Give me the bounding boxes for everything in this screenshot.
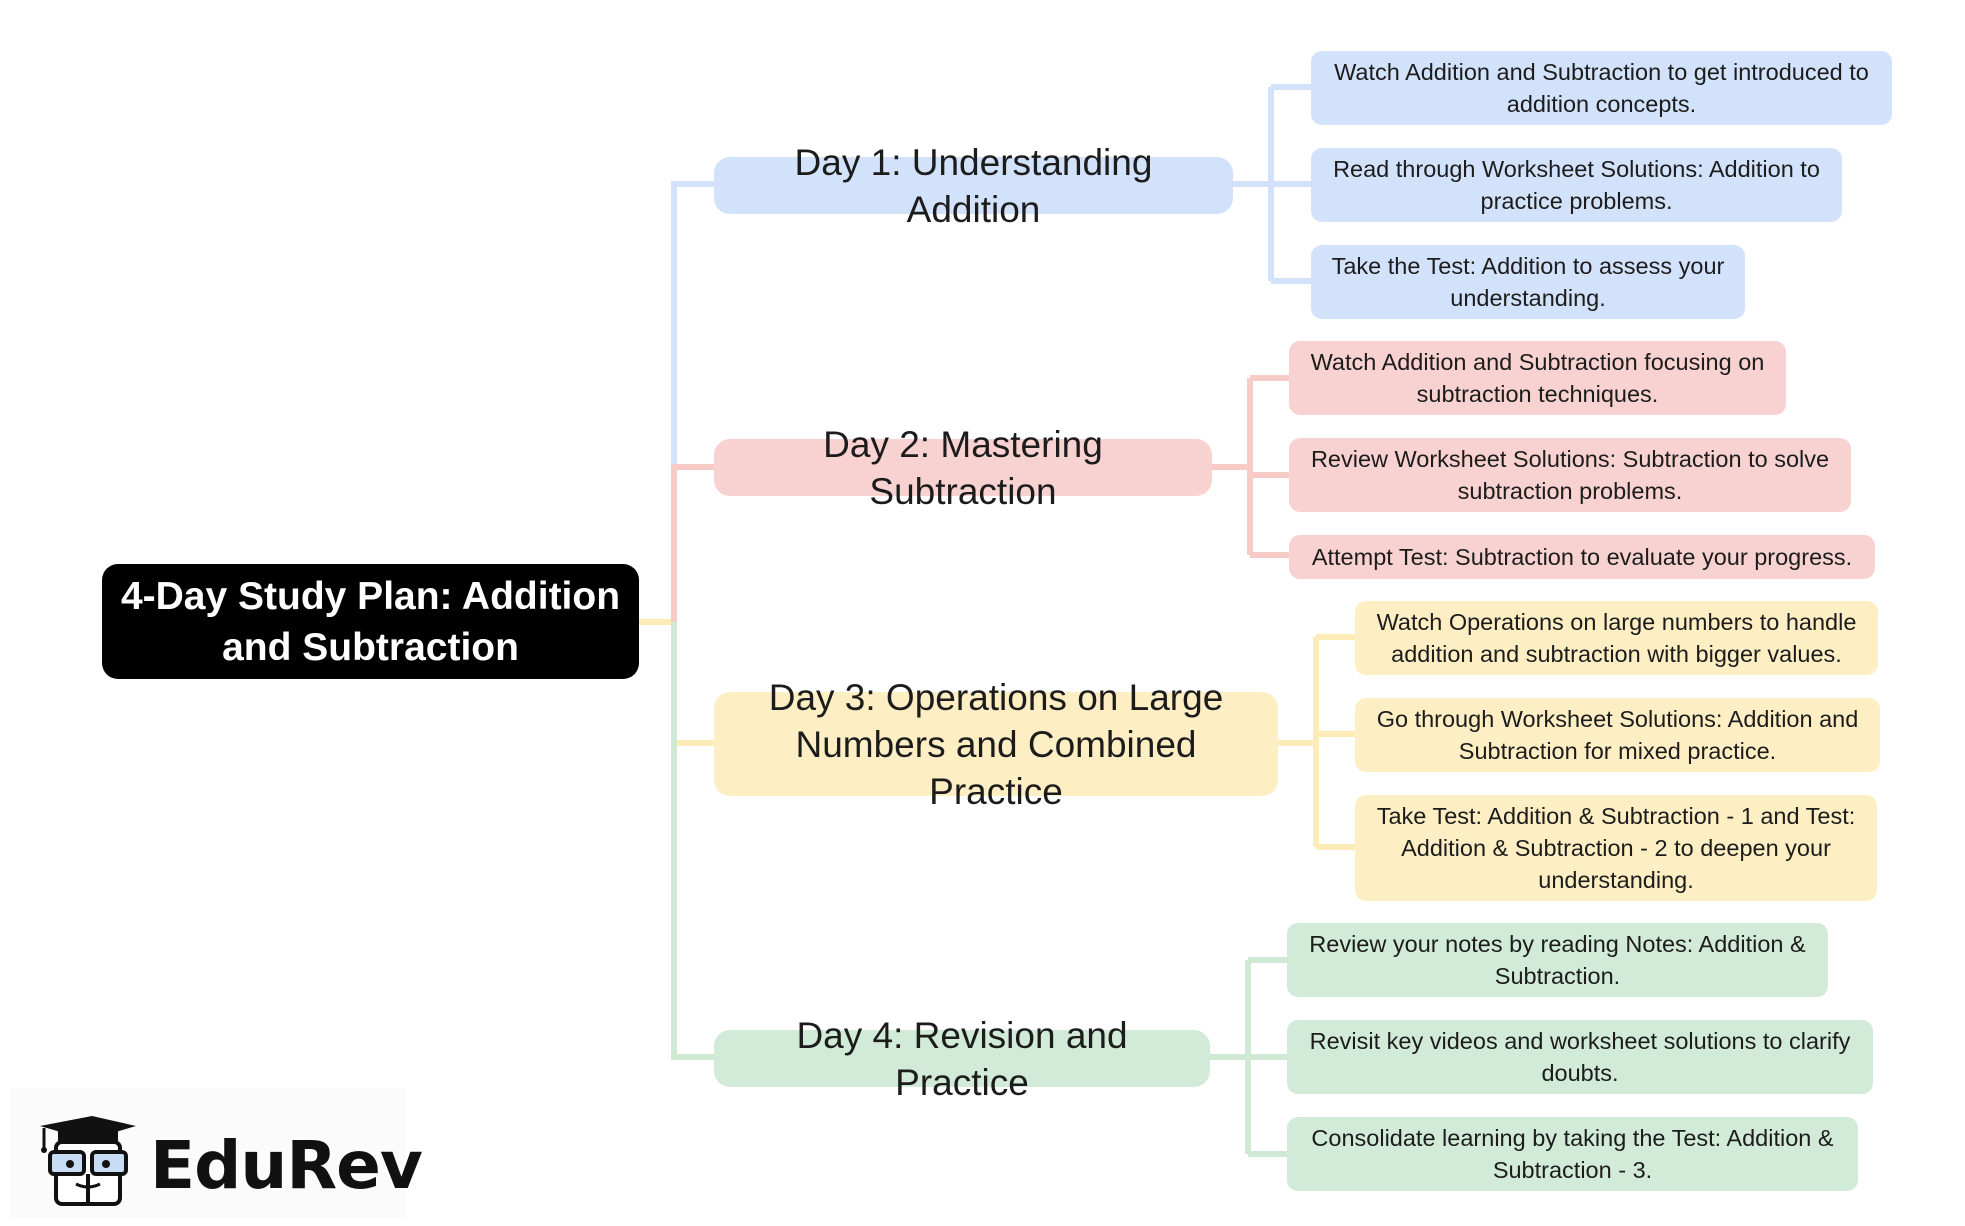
day4-branch: [1210, 957, 1287, 1157]
day4-node: Day 4: Revision and Practice: [714, 1015, 1210, 1103]
day4-task-3: Consolidate learning by taking the Test:…: [1287, 1117, 1858, 1191]
day2-node: Day 2: Mastering Subtraction: [714, 424, 1212, 512]
day1-label: Day 1: Understanding Addition: [794, 141, 1153, 230]
day3-task-3: Take Test: Addition & Subtraction - 1 an…: [1355, 795, 1877, 901]
trunk-day4: [671, 622, 714, 1060]
day3-task-1: Watch Operations on large numbers to han…: [1355, 601, 1878, 675]
graduation-cap-icon: [40, 1116, 136, 1206]
day2-task-3: Attempt Test: Subtraction to evaluate yo…: [1289, 535, 1875, 579]
root-label: 4-Day Study Plan: Addition and Subtracti…: [120, 574, 621, 669]
day2-label: Day 2: Mastering Subtraction: [823, 423, 1103, 512]
day1-task-3: Take the Test: Addition to assess your u…: [1311, 245, 1745, 319]
day1-node: Day 1: Understanding Addition: [714, 142, 1233, 230]
day3-label: Day 3: Operations on Large Numbers and C…: [768, 676, 1224, 812]
trunk-day3: [671, 622, 714, 746]
day1-branch: [1233, 84, 1311, 284]
day1-task-1: Watch Addition and Subtraction to get in…: [1311, 51, 1892, 125]
day3-branch: [1278, 634, 1355, 850]
day4-label: Day 4: Revision and Practice: [796, 1014, 1128, 1103]
day3-task-2: Go through Worksheet Solutions: Addition…: [1355, 698, 1880, 772]
trunk-day2: [671, 464, 714, 622]
day3-node: Day 3: Operations on Large Numbers and C…: [714, 677, 1278, 812]
day2-task-1: Watch Addition and Subtraction focusing …: [1289, 341, 1786, 415]
root-node: 4-Day Study Plan: Addition and Subtracti…: [102, 564, 639, 679]
day2-branch: [1212, 375, 1289, 558]
day1-task-2: Read through Worksheet Solutions: Additi…: [1311, 148, 1842, 222]
day4-task-2: Revisit key videos and worksheet solutio…: [1287, 1020, 1873, 1094]
day4-task-1: Review your notes by reading Notes: Addi…: [1287, 923, 1828, 997]
day2-task-2: Review Worksheet Solutions: Subtraction …: [1289, 438, 1851, 512]
trunk-day1: [671, 181, 714, 622]
edurev-logo-text: EduRev: [150, 1127, 423, 1204]
